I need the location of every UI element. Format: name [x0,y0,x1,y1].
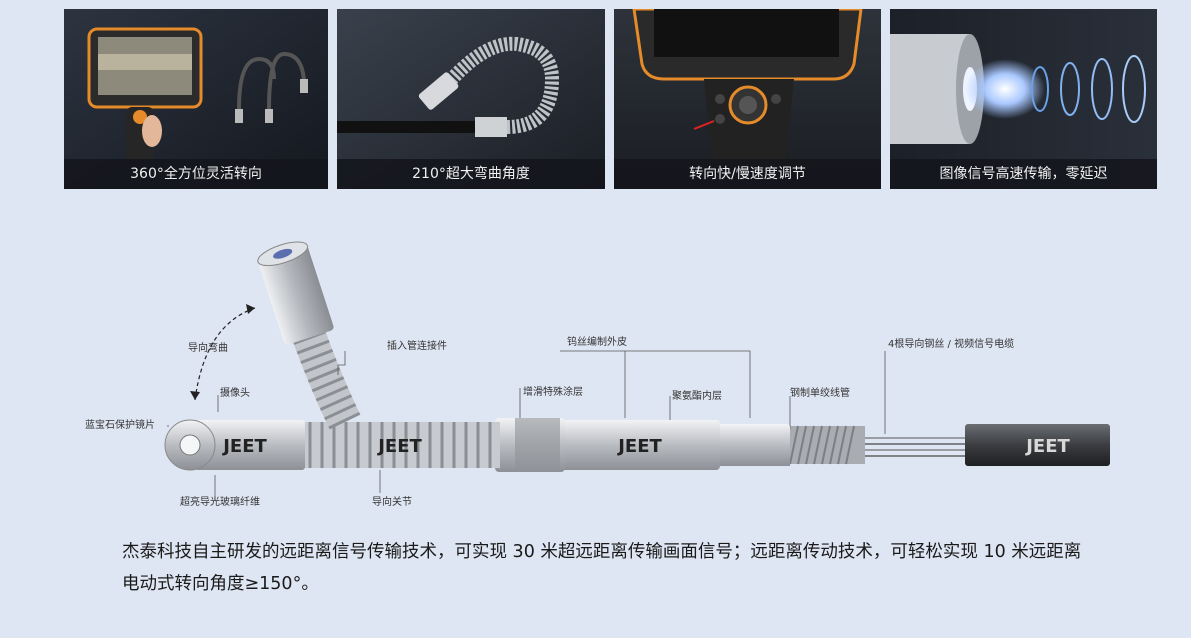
feature-tile-speed: 转向快/慢速度调节 [614,9,881,189]
label-guide-joint: 导向关节 [372,495,412,508]
feature-tile-bending: 210°超大弯曲角度 [337,9,605,189]
signal-cable-wires [860,437,965,457]
label-outer-sheath: 钨丝编制外皮 [567,335,627,348]
bend-arrow [194,307,256,401]
label-insertion-connector: 插入管连接件 [387,339,447,352]
label-steel-tube: 钢制单绞线管 [790,386,850,399]
feature-caption: 210°超大弯曲角度 [337,159,605,189]
end-connector [965,424,1110,466]
description-text: 杰泰科技自主研发的远距离信号传输技术，可实现 30 米超远距离传输画面信号；远距… [122,542,1082,594]
feature-caption: 360°全方位灵活转向 [64,159,328,189]
brand-logo: JEET [376,436,422,457]
outer-sheath [560,420,720,470]
inner-layer [715,424,790,466]
camera-head [195,420,305,470]
feature-caption: 转向快/慢速度调节 [614,159,881,189]
brand-logo: JEET [221,436,267,457]
label-light-fiber: 超亮导光玻璃纤维 [180,495,260,508]
feature-tile-transmission: 图像信号高速传输，零延迟 [890,9,1157,189]
label-guide-wires-cable: 4根导向钢丝 / 视频信号电缆 [888,337,1014,350]
label-special-coating: 增滑特殊涂层 [523,385,583,398]
brand-logo: JEET [1024,436,1070,457]
label-guided-bending: 导向弯曲 [188,341,228,354]
feature-caption: 图像信号高速传输，零延迟 [890,159,1157,189]
label-camera: 摄像头 [220,386,250,399]
brand-logo: JEET [616,436,662,457]
probe-structure-diagram: JEET JEET JEET JEET [85,241,1110,508]
leader-lines [167,350,886,500]
bent-probe-tip [257,241,334,345]
feature-tile-steering: 360°全方位灵活转向 [64,9,328,189]
label-sapphire-lens: 蓝宝石保护镜片 [85,418,155,431]
label-inner-layer: 聚氨酯内层 [672,389,722,402]
